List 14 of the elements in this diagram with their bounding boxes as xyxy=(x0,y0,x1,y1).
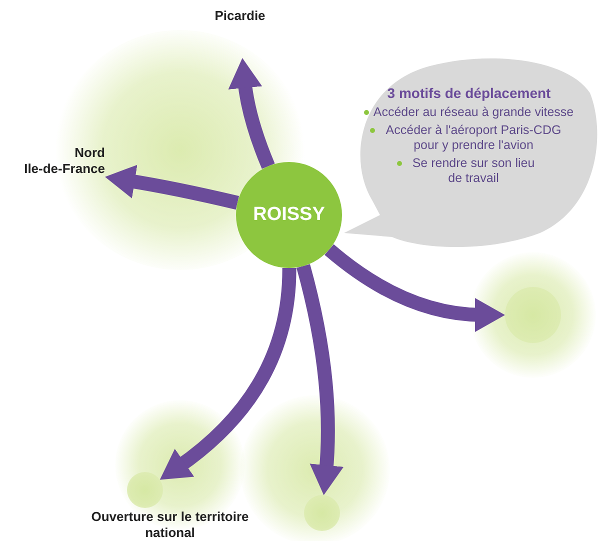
bullet-text: Accéder au réseau à grande vitesse xyxy=(373,105,574,120)
arrow xyxy=(228,58,275,169)
hub-label: ROISSY xyxy=(253,204,325,226)
arrow xyxy=(296,264,344,496)
place-label: Picardie xyxy=(214,8,266,24)
bullet-text: Se rendre sur son lieu de travail xyxy=(411,156,536,186)
bubble-heading: 3 motifs de déplacement xyxy=(386,85,552,101)
arrow xyxy=(105,164,240,210)
place-label: Nord Ile-de-France xyxy=(23,145,105,177)
halo-circle xyxy=(127,472,163,508)
halo-circle xyxy=(304,495,340,531)
region-label: Ouverture sur le territoire national xyxy=(90,509,250,541)
arrow xyxy=(160,268,296,480)
arrow xyxy=(324,244,505,332)
